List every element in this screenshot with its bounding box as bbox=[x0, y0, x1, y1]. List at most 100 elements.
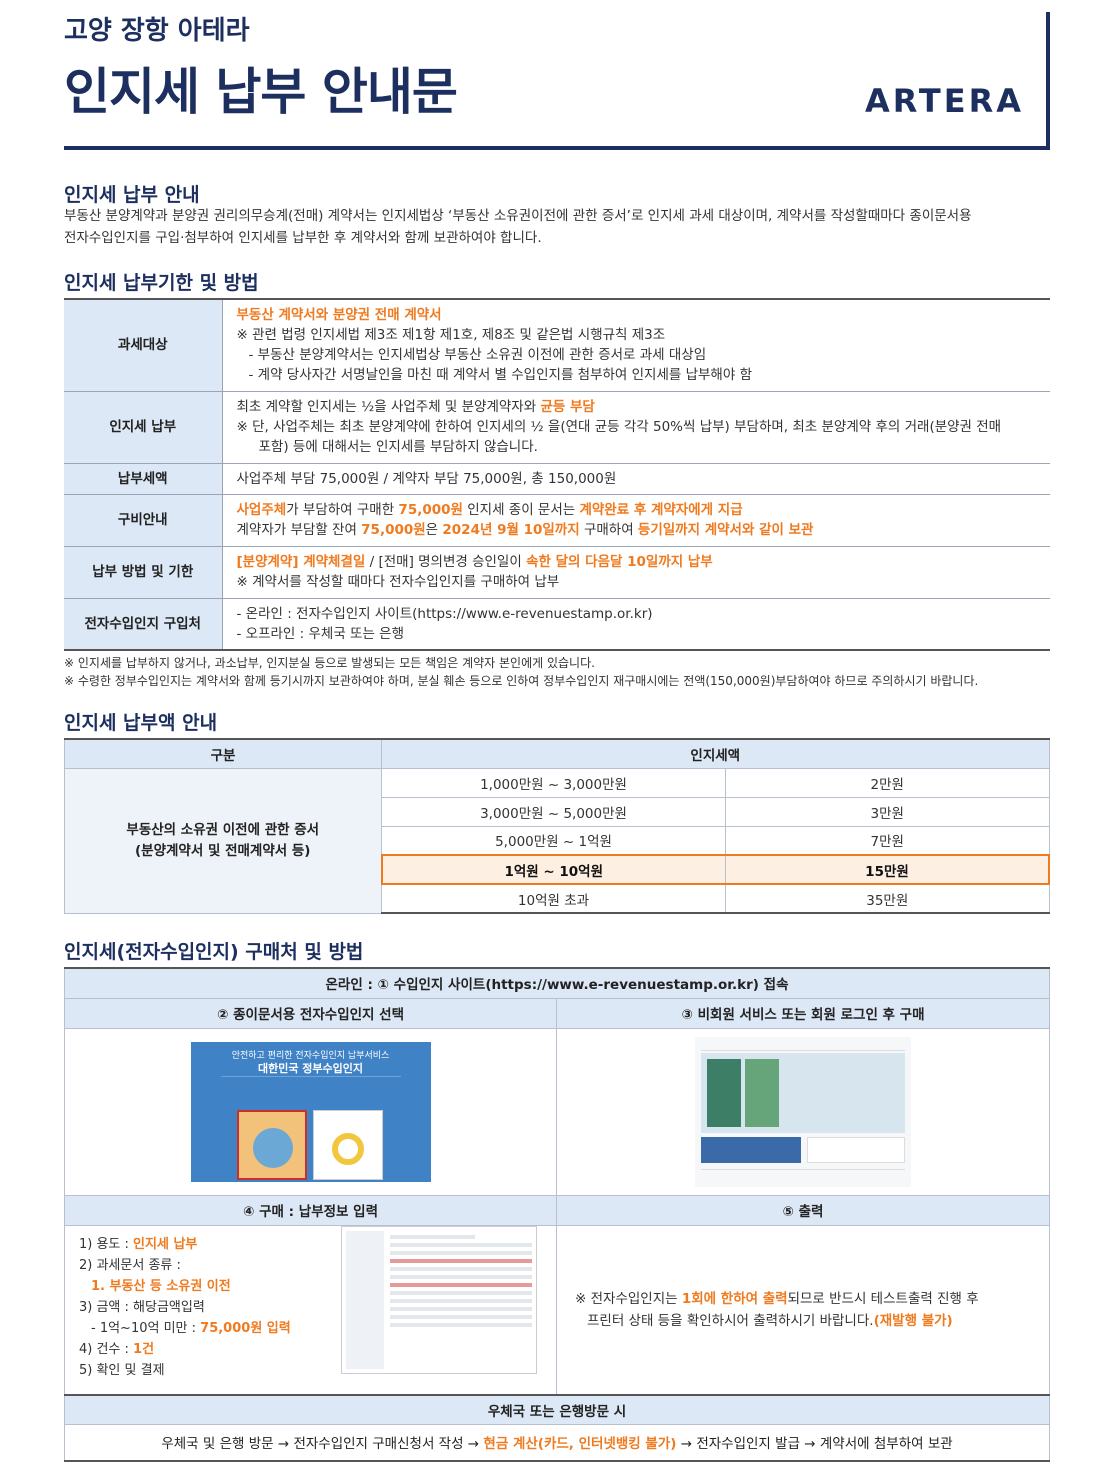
buy-a1: 사업주체 bbox=[236, 502, 287, 518]
category-cell: 부동산의 소유권 이전에 관한 증서 (분양계약서 및 전매계약서 등) bbox=[64, 767, 382, 914]
list-item: - 1억~10억 미만 : bbox=[91, 1320, 201, 1336]
screenshot-title: 대한민국 정부수입인지 bbox=[257, 1061, 364, 1075]
artera-logo: ARTERA bbox=[864, 82, 1024, 120]
intro-line-2: 전자수입인지를 구입·첨부하여 인지세를 납부한 후 계약서와 함께 보관하여야… bbox=[64, 230, 542, 246]
pay-line-3: 포함) 등에 대해서는 인지세를 부담하지 않습니다. bbox=[258, 439, 538, 455]
step-5-head: ⑤ 출력 bbox=[556, 1194, 1050, 1226]
offline-highlight: 현금 계산(카드, 인터넷뱅킹 불가) bbox=[483, 1436, 677, 1453]
login-page-screenshot bbox=[695, 1036, 911, 1187]
amount-title: 인지세 납부액 안내 bbox=[64, 712, 218, 734]
document-subtitle: 고양 장항 아테라 bbox=[64, 16, 250, 46]
buy-head: 구비안내 bbox=[64, 494, 223, 547]
tax-cell: 35만원 bbox=[725, 883, 1050, 914]
note-1: ※ 인지세를 납부하지 않거나, 과소납부, 인지분실 등으로 발생되는 모든 … bbox=[64, 656, 595, 670]
list-item-value: 1. 부동산 등 소유권 이전 bbox=[91, 1278, 231, 1294]
step-2-head: ② 종이문서용 전자수입인지 선택 bbox=[64, 997, 557, 1029]
buy-b4: 2024년 9월 10일까지 bbox=[442, 522, 580, 538]
target-line-1: 부동산 계약서와 분양권 전매 계약서 bbox=[236, 307, 442, 324]
intro-line-1: 부동산 분양계약과 분양권 권리의무승계(전매) 계약서는 인지세법상 ‘부동산… bbox=[64, 208, 972, 224]
print-highlight: 1회에 한하여 출력 bbox=[681, 1290, 788, 1307]
range-cell-highlight: 1억원 ~ 10억원 bbox=[380, 854, 726, 885]
document-title: 인지세 납부 안내문 bbox=[64, 63, 458, 121]
buy-a3: 75,000원 bbox=[398, 502, 463, 518]
intro-title: 인지세 납부 안내 bbox=[64, 184, 200, 206]
buy-b1: 계약자가 부담할 잔여 bbox=[236, 522, 362, 538]
buy-b2: 75,000원 bbox=[361, 522, 426, 538]
purchase-steps-list: 1) 용도 : 인지세 납부 2) 과세문서 종류 : 1. 부동산 등 소유권… bbox=[79, 1234, 291, 1381]
row-where: 전자수입인지 구입처 - 온라인 : 전자수입인지 사이트(https://ww… bbox=[64, 598, 1050, 651]
electronic-document-card bbox=[312, 1109, 383, 1180]
where-online: - 온라인 : 전자수입인지 사이트(https://www.e-revenue… bbox=[236, 605, 653, 622]
list-item-value: 인지세 납부 bbox=[133, 1236, 198, 1252]
where-head: 전자수입인지 구입처 bbox=[64, 598, 223, 651]
list-item: 5) 확인 및 결제 bbox=[79, 1362, 165, 1378]
payment-form-screenshot bbox=[341, 1225, 537, 1374]
step-3-head: ③ 비회원 서비스 또는 회원 로그인 후 구매 bbox=[556, 997, 1050, 1029]
header-divider-horizontal bbox=[64, 146, 1050, 150]
pay-line-2: ※ 단, 사업주체는 최초 분양계약에 한하여 인지세의 ½ 을(연대 균등 각… bbox=[236, 419, 1002, 435]
buy-a2: 가 부담하여 구매한 bbox=[286, 502, 399, 518]
row-deadline: 납부 방법 및 기한 [분양계약] 계약체결일 / [전매] 명의변경 승인일이… bbox=[64, 546, 1050, 599]
row-pay: 인지세 납부 최초 계약할 인지세는 ½을 사업주체 및 분양계약자와 균등 부… bbox=[64, 391, 1050, 464]
intro-paragraph: 부동산 분양계약과 분양권 권리의무승계(전매) 계약서는 인지세법상 ‘부동산… bbox=[64, 205, 1054, 249]
header-divider-vertical bbox=[1046, 12, 1050, 150]
tax-cell: 2만원 bbox=[725, 767, 1050, 798]
print-text: 프린터 상태 등을 확인하시어 출력하시기 바랍니다. bbox=[587, 1312, 874, 1329]
buy-b5: 구매하여 bbox=[579, 522, 638, 538]
list-item-value: 1건 bbox=[133, 1341, 155, 1357]
method-title: 인지세 납부기한 및 방법 bbox=[64, 272, 259, 294]
note-2: ※ 수령한 정부수입인지는 계약서와 함께 등기시까지 보관하여야 하며, 분실… bbox=[64, 674, 979, 688]
where-offline: - 오프라인 : 우체국 또는 은행 bbox=[236, 625, 405, 642]
stamp-site-screenshot: 안전하고 편리한 전자수입인지 납부서비스 대한민국 정부수입인지 bbox=[190, 1041, 431, 1182]
buy-a4: 인지세 종이 문서는 bbox=[462, 502, 580, 518]
method-table: 과세대상 부동산 계약서와 분양권 전매 계약서 ※ 관련 법령 인지세법 제3… bbox=[64, 298, 1050, 651]
range-cell: 1,000만원 ~ 3,000만원 bbox=[381, 767, 726, 798]
deadline-a1: [분양계약] 계약체결일 bbox=[236, 554, 366, 570]
print-text: ※ 전자수입인지는 bbox=[575, 1290, 682, 1307]
col-tax: 인지세액 bbox=[381, 738, 1050, 769]
purchase-table: 온라인 : ① 수입인지 사이트(https://www.e-revenuest… bbox=[64, 967, 1050, 1462]
list-item: 4) 건수 : bbox=[79, 1341, 134, 1357]
deadline-line-2: ※ 계약서를 작성할 때마다 전자수입인지를 구매하여 납부 bbox=[236, 574, 560, 590]
print-highlight: (재발행 불가) bbox=[873, 1312, 953, 1329]
amount-head: 납부세액 bbox=[64, 463, 223, 495]
range-cell: 3,000만원 ~ 5,000만원 bbox=[381, 796, 726, 827]
step-4-head: ④ 구매 : 납부정보 입력 bbox=[64, 1194, 557, 1226]
purchase-title: 인지세(전자수입인지) 구매처 및 방법 bbox=[64, 941, 364, 963]
offline-steps: 우체국 및 은행 방문 → 전자수입인지 구매신청서 작성 → 현금 계산(카드… bbox=[64, 1424, 1050, 1462]
tax-cell: 7만원 bbox=[725, 825, 1050, 856]
offline-text: 우체국 및 은행 방문 → 전자수입인지 구매신청서 작성 → bbox=[161, 1436, 484, 1453]
table-row: 10억원 초과 35만원 bbox=[65, 883, 1050, 914]
amount-table-header: 구분 인지세액 bbox=[64, 738, 1050, 769]
target-line-4: - 계약 당사자간 서명날인을 마친 때 계약서 별 수입인지를 첨부하여 인지… bbox=[248, 367, 753, 384]
range-cell: 5,000만원 ~ 1억원 bbox=[381, 825, 726, 856]
buy-b6: 등기일까지 계약서와 같이 보관 bbox=[637, 522, 814, 538]
list-item: 1) 용도 : bbox=[79, 1236, 134, 1252]
pay-highlight: 균등 부담 bbox=[540, 399, 595, 415]
list-item-value: 75,000원 입력 bbox=[200, 1320, 291, 1336]
pay-line-1: 최초 계약할 인지세는 ½을 사업주체 및 분양계약자와 bbox=[236, 399, 541, 415]
print-text: 되므로 반드시 테스트출력 진행 후 bbox=[787, 1290, 979, 1307]
row-buy: 구비안내 사업주체가 부담하여 구매한 75,000원 인지세 종이 문서는 계… bbox=[64, 494, 1050, 547]
table-row: 3,000만원 ~ 5,000만원 3만원 bbox=[65, 796, 1050, 827]
table-row: 부동산의 소유권 이전에 관한 증서 (분양계약서 및 전매계약서 등) 1,0… bbox=[64, 767, 1050, 914]
table-row-highlight: 1억원 ~ 10억원 15만원 bbox=[65, 854, 1050, 885]
list-item: 3) 금액 : 해당금액입력 bbox=[79, 1299, 205, 1315]
tax-cell: 3만원 bbox=[725, 796, 1050, 827]
category-line-2: (분양계약서 및 전매계약서 등) bbox=[135, 842, 311, 859]
pay-head: 인지세 납부 bbox=[64, 391, 223, 464]
tax-cell-highlight: 15만원 bbox=[725, 854, 1050, 885]
print-notice: ※ 전자수입인지는 1회에 한하여 출력되므로 반드시 테스트출력 진행 후 프… bbox=[557, 1288, 1049, 1332]
target-head: 과세대상 bbox=[64, 298, 223, 392]
category-line-1: 부동산의 소유권 이전에 관한 증서 bbox=[126, 821, 320, 838]
target-line-3: - 부동산 분양계약서는 인지세법상 부동산 소유권 이전에 관한 증서로 과세… bbox=[248, 347, 707, 364]
range-cell: 10억원 초과 bbox=[381, 883, 726, 914]
offline-head: 우체국 또는 은행방문 시 bbox=[64, 1393, 1050, 1425]
method-notes: ※ 인지세를 납부하지 않거나, 과소납부, 인지분실 등으로 발생되는 모든 … bbox=[64, 654, 978, 690]
document-header: 고양 장항 아테라 인지세 납부 안내문 ARTERA bbox=[64, 0, 1050, 150]
buy-b3: 은 bbox=[425, 522, 443, 538]
paper-document-card bbox=[236, 1109, 307, 1180]
list-item: 2) 과세문서 종류 : bbox=[79, 1257, 181, 1273]
row-amount: 납부세액 사업주체 부담 75,000원 / 계약자 부담 75,000원, 총… bbox=[64, 463, 1050, 495]
screenshot-caption: 안전하고 편리한 전자수입인지 납부서비스 bbox=[231, 1050, 390, 1061]
